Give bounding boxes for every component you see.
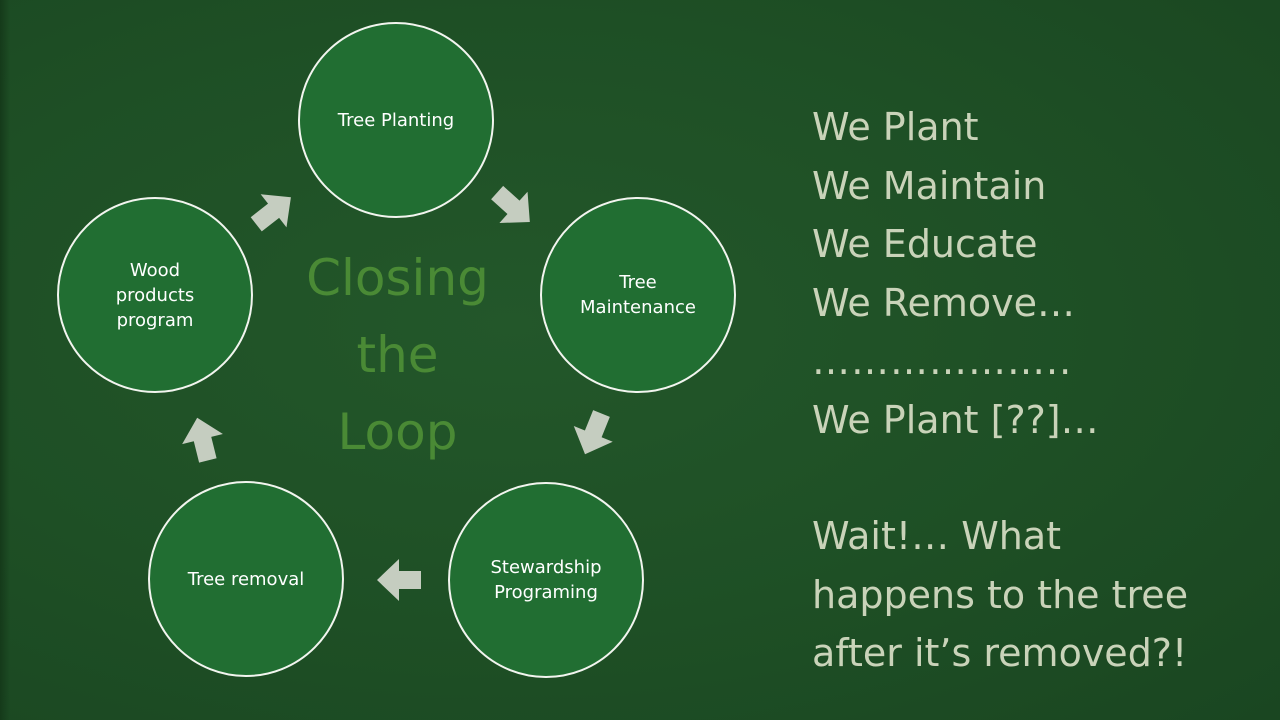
node-label: Stewardship Programing	[490, 557, 602, 603]
arrow-removal-to-wood-products	[182, 417, 223, 463]
node-label: Tree Planting	[337, 109, 455, 131]
statements-panel: We Plant We Maintain We Educate We Remov…	[812, 98, 1262, 683]
slide-edge-shadow	[0, 0, 10, 720]
statement-spacer	[812, 449, 1262, 507]
node-tree-planting: Tree Planting	[298, 22, 494, 218]
statement-line: We Plant [??]…	[812, 397, 1099, 442]
statement-line: We Remove…	[812, 280, 1076, 325]
node-tree-maintenance: Tree Maintenance	[540, 197, 736, 393]
closing-question: Wait!… What happens to the tree after it…	[812, 514, 1189, 675]
node-stewardship-programing: Stewardship Programing	[448, 482, 644, 678]
arrow-wood-products-to-planting	[250, 194, 291, 232]
statement-line: We Plant	[812, 105, 979, 149]
arrow-maintenance-to-stewardship	[573, 410, 613, 455]
node-label: Tree removal	[187, 568, 305, 590]
node-wood-products-program: Wood products program	[57, 197, 253, 393]
node-tree-removal: Tree removal	[148, 481, 344, 677]
statement-dotted-line: ………………..	[812, 339, 1073, 383]
node-label: Tree Maintenance	[580, 272, 696, 318]
arrow-planting-to-maintenance	[491, 185, 530, 223]
node-label: Wood products program	[115, 259, 195, 331]
statement-line: We Maintain	[812, 163, 1047, 208]
arrow-stewardship-to-removal	[377, 559, 421, 601]
diagram-title: Closing the Loop	[306, 249, 489, 461]
statement-line: We Educate	[812, 222, 1038, 266]
